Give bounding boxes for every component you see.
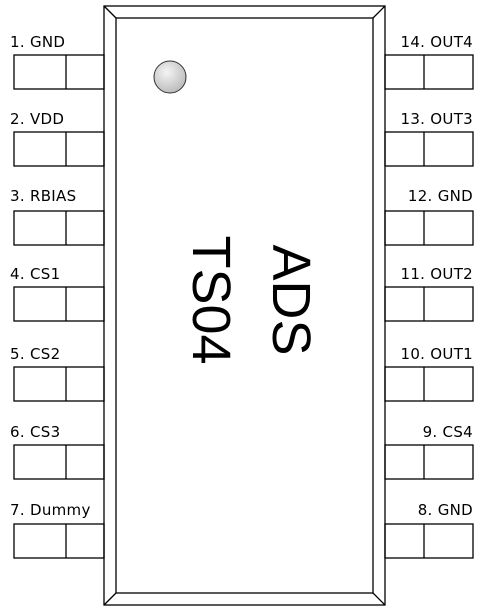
pin-label: 10. OUT1 — [400, 345, 473, 363]
pin-label: 2. VDD — [10, 110, 64, 128]
pin-right-14: 14. OUT4 — [384, 33, 474, 90]
pin-label: 3. RBIAS — [10, 187, 76, 205]
pin-left-4: 4. CS1 — [10, 265, 105, 322]
pin-right-12: 12. GND — [384, 187, 474, 246]
pin-label: 12. GND — [408, 187, 473, 205]
marking-line-ads: ADS — [261, 244, 321, 355]
pin-left-1: 1. GND — [10, 33, 105, 90]
right-pins: 14. OUT4 13. OUT3 12. GND 11. OUT2 10. O… — [384, 33, 474, 559]
pin-right-13: 13. OUT3 — [384, 110, 474, 167]
pin-left-6: 6. CS3 — [10, 423, 105, 480]
pin-label: 14. OUT4 — [400, 33, 473, 51]
pin-label: 6. CS3 — [10, 423, 60, 441]
pin-label: 4. CS1 — [10, 265, 60, 283]
pin-left-5: 5. CS2 — [10, 345, 105, 402]
pin-right-10: 10. OUT1 — [384, 345, 474, 402]
left-pins: 1. GND 2. VDD 3. RBIAS 4. CS1 5. CS2 6. … — [10, 33, 105, 559]
pin-one-indicator-dot — [153, 60, 187, 94]
pin-label: 1. GND — [10, 33, 65, 51]
pin-label: 5. CS2 — [10, 345, 60, 363]
pin-left-2: 2. VDD — [10, 110, 105, 167]
pin-label: 13. OUT3 — [400, 110, 473, 128]
marking-line-ts04: TS04 — [181, 235, 241, 364]
pin-label: 8. GND — [418, 501, 473, 519]
chip-body — [103, 5, 386, 606]
pin-label: 9. CS4 — [423, 423, 473, 441]
pin-label: 7. Dummy — [10, 501, 91, 519]
pin-right-9: 9. CS4 — [384, 423, 474, 480]
pin-right-11: 11. OUT2 — [384, 265, 474, 322]
pin-label: 11. OUT2 — [400, 265, 473, 283]
pin-left-3: 3. RBIAS — [10, 187, 105, 246]
pin-right-8: 8. GND — [384, 501, 474, 559]
pin-left-7: 7. Dummy — [10, 501, 105, 559]
